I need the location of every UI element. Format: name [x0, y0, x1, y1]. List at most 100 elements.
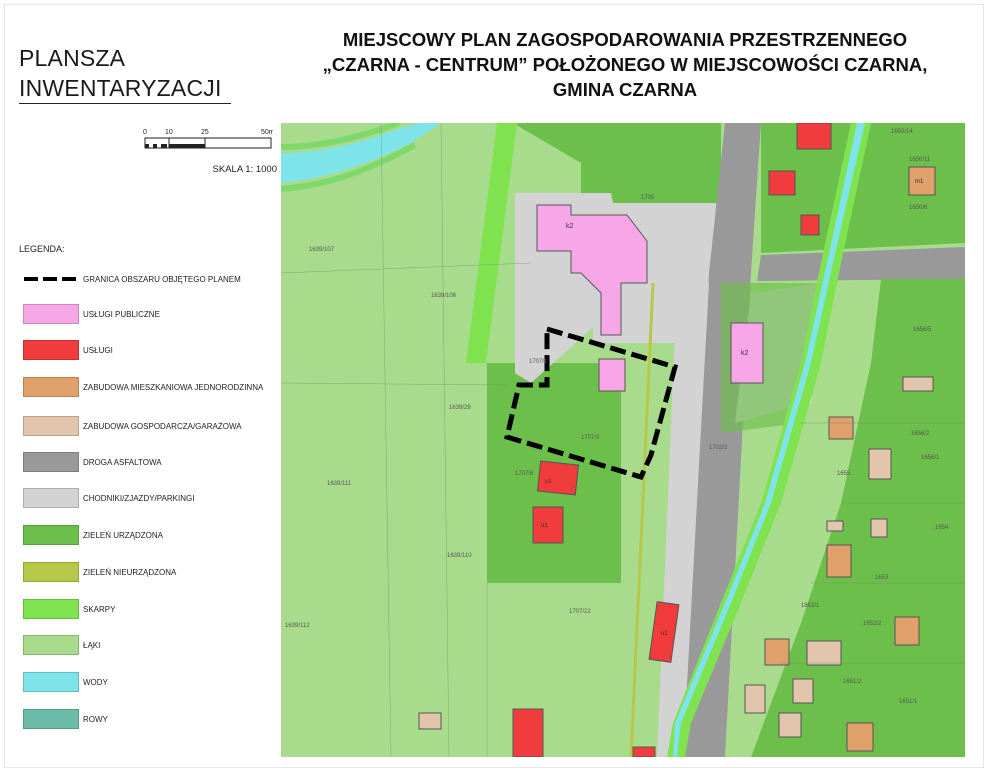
legend-item-farm: ZABUDOWA GOSPODARCZA/GARAŻOWA [23, 416, 283, 438]
legend-label: USŁUGI [83, 346, 113, 355]
residential-building-3 [826, 544, 852, 578]
legend-item-water: WODY [23, 672, 283, 694]
residential-building-4 [894, 616, 920, 646]
plan-boundary [504, 325, 679, 481]
parcel-label: 1639/112 [285, 623, 310, 629]
parcel-label: 1707/1 [529, 359, 548, 365]
planning-map: k2 k2 [281, 123, 965, 757]
map-canvas: k2 k2 [281, 123, 965, 757]
wild-green-strip [629, 282, 655, 757]
parcel-label: 1651/2 [843, 679, 862, 685]
legend-swatch [23, 599, 79, 619]
map-sheet: PLANSZA INWENTARYZACJI MIEJSCOWY PLAN ZA… [4, 4, 984, 768]
public-building-small [598, 358, 626, 392]
parcel-label: 1655 [837, 471, 851, 477]
parcel-label: 1707/6 [515, 471, 534, 477]
legend-label: ZABUDOWA MIESZKANIOWA JEDNORODZINNA [83, 383, 264, 392]
slope-stream-east [667, 123, 871, 757]
title-underline [19, 103, 231, 104]
legend-label: ZIELEŃ URZĄDZONA [83, 531, 164, 540]
plan-title-line-1: MIEJSCOWY PLAN ZAGOSPODAROWANIA PRZESTRZ… [342, 29, 908, 50]
parcel-label: 1656/1 [921, 455, 940, 461]
legend-swatch [23, 452, 79, 472]
building-label: u1 [541, 523, 548, 529]
legend-swatch [23, 304, 79, 324]
side-road [757, 247, 965, 281]
service-building-3 [648, 601, 680, 663]
legend-label: ZIELEŃ NIEURZĄDZONA [83, 568, 177, 577]
parcel-label: 1654 [935, 525, 949, 531]
legend-title: LEGENDA: [19, 244, 65, 254]
public-building-east [730, 322, 764, 384]
legend-item-meadows: ŁĄKI [23, 635, 283, 657]
service-building-4 [512, 708, 544, 757]
parcel-label: 1652/1 [801, 603, 820, 609]
legend-label: DROGA ASFALTOWA [83, 458, 162, 467]
plan-title: MIEJSCOWY PLAN ZAGOSPODAROWANIA PRZESTRZ… [285, 27, 965, 102]
scale-tick-0: 0 [143, 129, 147, 136]
parcel-label: 1653 [875, 575, 889, 581]
service-building-5 [796, 123, 832, 150]
parcel-label: 1705 [641, 195, 655, 201]
stream-east [673, 123, 865, 757]
legend-item-green-wild: ZIELEŃ NIEURZĄDZONA [23, 562, 283, 584]
legend-label: ROWY [83, 715, 108, 724]
legend-swatch [23, 377, 79, 397]
legend-swatch [23, 525, 79, 545]
parcel-label: 1639/106 [431, 293, 457, 299]
parcel-label: 1650/8 [909, 205, 928, 211]
legend-item-ditches: ROWY [23, 709, 283, 731]
parcel-label: 1650/11 [909, 157, 931, 163]
legend-item-boundary: GRANICA OBSZARU OBJĘTEGO PLANEM [23, 269, 283, 291]
parcel-label: 1707/3 [581, 435, 600, 441]
scale-label: SKALA 1: 1000 [212, 164, 277, 175]
legend-swatch [23, 672, 79, 692]
scale-tick-25: 25 [201, 129, 209, 136]
residential-building-6 [846, 722, 874, 752]
parcel-label: 1656/5 [913, 327, 932, 333]
legend-item-asphalt: DROGA ASFALTOWA [23, 452, 283, 474]
legend-item-services: USŁUGI [23, 340, 283, 362]
legend-label: ZABUDOWA GOSPODARCZA/GARAŻOWA [83, 422, 242, 431]
legend-label: SKARPY [83, 605, 116, 614]
legend-label: CHODNIKI/ZJAZDY/PARKINGI [83, 494, 195, 503]
service-building-7 [800, 214, 820, 236]
legend-swatch [23, 416, 79, 436]
legend-item-sidewalk: CHODNIKI/ZJAZDY/PARKINGI [23, 488, 283, 510]
building-label: k2 [566, 223, 574, 230]
parcel-label: 1639/110 [447, 553, 472, 559]
legend-swatch [23, 562, 79, 582]
legend-label: WODY [83, 678, 108, 687]
service-building-6 [768, 170, 796, 196]
residential-building-2 [828, 416, 854, 440]
residential-building-1 [908, 166, 936, 196]
legend-item-green-managed: ZIELEŃ URZĄDZONA [23, 525, 283, 547]
scale-bar: 0 10 25 50m [143, 129, 273, 149]
parcel-label: 1639/111 [327, 481, 352, 487]
parcel-label: 1639/107 [309, 247, 335, 253]
building-label: m1 [915, 179, 924, 185]
scale-tick-50: 50m [261, 129, 273, 136]
parcel-label: 1702/2 [709, 445, 728, 451]
asphalt-road [683, 123, 761, 757]
public-building-k2 [536, 204, 648, 336]
legend-label: ŁĄKI [83, 641, 101, 650]
boundary-swatch [24, 277, 78, 281]
stream-west [281, 123, 441, 183]
sheet-title-line-1: PLANSZA [19, 45, 126, 71]
sheet-type-title: PLANSZA INWENTARYZACJI [19, 43, 231, 103]
legend-label: USŁUGI PUBLICZNE [83, 310, 160, 319]
legend-swatch [23, 709, 79, 729]
legend-swatch [23, 340, 79, 360]
residential-building-5 [764, 638, 790, 666]
parcel-label: 1652/2 [863, 621, 882, 627]
parcel-label: 1639/29 [449, 405, 471, 411]
building-label: u1 [545, 479, 552, 485]
parcel-label: 1707/22 [569, 609, 591, 615]
parcel-label: 1650/14 [891, 129, 913, 135]
parcel-label: 1656/2 [911, 431, 930, 437]
plan-title-line-3: GMINA CZARNA [552, 79, 698, 100]
service-building-1 [536, 460, 580, 496]
legend-swatch [23, 488, 79, 508]
legend-item-residential: ZABUDOWA MIESZKANIOWA JEDNORODZINNA [23, 377, 283, 399]
